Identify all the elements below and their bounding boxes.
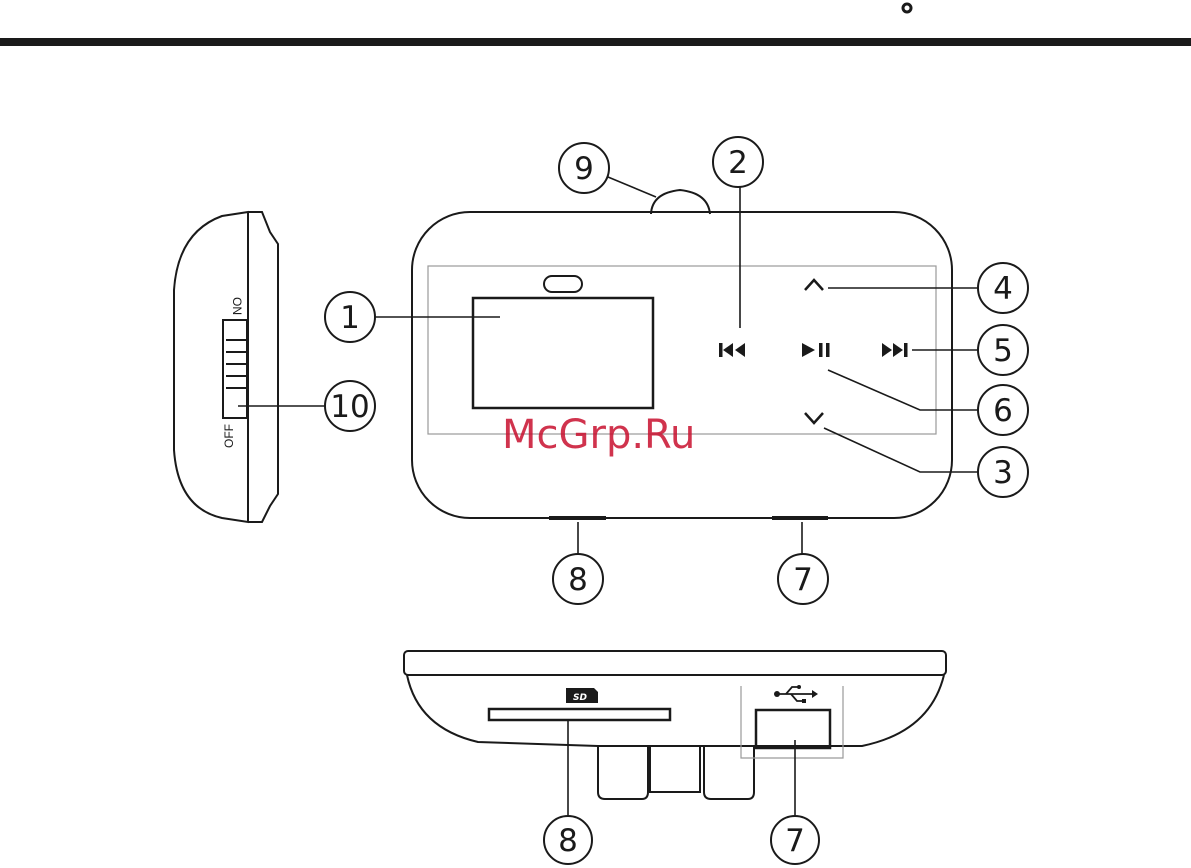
clip-piece-middle: [650, 746, 700, 792]
play-pause-icon: [802, 343, 830, 357]
next-track-icon: [882, 343, 908, 357]
previous-track-icon: [719, 343, 745, 357]
svg-text:7: 7: [793, 562, 813, 598]
usb-port: [756, 710, 830, 748]
switch-label-off: OFF: [222, 424, 236, 448]
callout-6: 6: [978, 385, 1028, 435]
switch-label-on: ON: [230, 297, 244, 315]
clip-piece-right: [704, 746, 754, 799]
header-rule: [0, 38, 1191, 46]
svg-text:9: 9: [574, 151, 594, 187]
svg-text:1: 1: [340, 300, 360, 336]
bottom-view: [404, 651, 946, 799]
callout-7-top: 7: [778, 554, 828, 604]
svg-text:7: 7: [785, 823, 805, 859]
front-view-body: [412, 212, 952, 518]
callout-3: 3: [978, 447, 1028, 497]
chevron-down-icon: [805, 413, 823, 423]
side-view-switch: [223, 320, 247, 418]
svg-text:4: 4: [993, 271, 1013, 307]
bottom-view-top-strip: [404, 651, 946, 675]
sd-card-slot: [489, 709, 670, 720]
callout-10: 10: [325, 381, 375, 431]
side-view-clip: [248, 212, 278, 522]
callout-2: 2: [713, 137, 763, 187]
bottom-view-body: [407, 675, 944, 746]
display-screen: [473, 298, 653, 408]
svg-text:10: 10: [330, 389, 369, 425]
svg-text:5: 5: [993, 333, 1013, 369]
chevron-up-icon: [805, 280, 823, 290]
callout-5: 5: [978, 325, 1028, 375]
callout-8-bottom: 8: [544, 816, 592, 864]
sd-card-icon: SD: [566, 688, 598, 703]
side-view: [174, 212, 278, 522]
svg-text:2: 2: [728, 145, 748, 181]
top-button: [651, 190, 710, 214]
svg-text:8: 8: [568, 562, 588, 598]
leader-lines: [238, 177, 978, 554]
usb-icon: [774, 685, 818, 703]
watermark: McGrp.Ru: [502, 412, 695, 458]
callout-4: 4: [978, 263, 1028, 313]
svg-text:8: 8: [558, 823, 578, 859]
sensor-slot: [544, 276, 582, 292]
callout-7-bottom: 7: [771, 816, 819, 864]
svg-text:SD: SD: [573, 693, 587, 703]
callout-9: 9: [559, 143, 609, 193]
bottom-leader-lines: [568, 720, 795, 817]
side-view-body: [174, 212, 248, 522]
svg-text:6: 6: [993, 393, 1013, 429]
front-view: [412, 190, 952, 518]
clip-piece-left: [598, 746, 648, 799]
svg-text:3: 3: [993, 455, 1013, 491]
callout-8-top: 8: [553, 554, 603, 604]
header-dot: [903, 4, 911, 12]
callout-1: 1: [325, 292, 375, 342]
